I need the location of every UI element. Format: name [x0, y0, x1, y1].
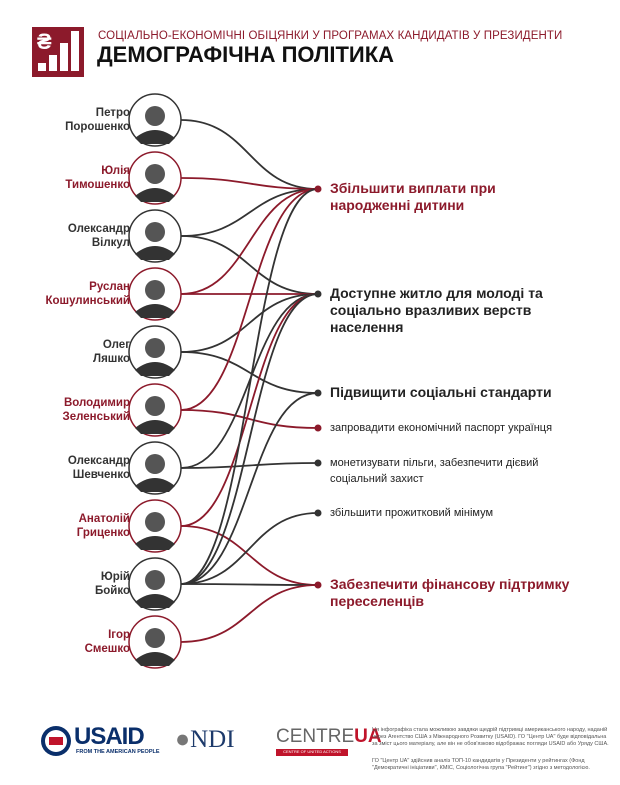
connection-line — [180, 188, 319, 237]
promise-label: збільшити прожитковий мінімум — [330, 507, 494, 519]
hryvnia-icon: ₴ — [37, 29, 52, 54]
promise-node — [314, 509, 322, 517]
candidate-portrait — [128, 383, 182, 437]
centre-ua-logo: ₴ — [32, 27, 84, 77]
candidate-portrait — [128, 151, 182, 205]
candidate-portrait — [128, 499, 182, 553]
connection-line — [180, 293, 319, 527]
page-title: ДЕМОГРАФІЧНА ПОЛІТИКА — [97, 42, 395, 67]
methodology-note: ГО "Центр UA" здійснив аналіз ТОП-10 кан… — [372, 758, 590, 771]
connection-line — [180, 188, 319, 295]
usaid-wordmark: USAID — [74, 723, 145, 750]
connection-line — [180, 525, 319, 586]
connection-line — [180, 177, 319, 190]
promise-label: Підвищити соціальні стандарти — [330, 384, 552, 400]
connection-line — [180, 293, 319, 353]
ndi-logo: ●NDI — [175, 726, 235, 753]
centre-ua-footer-logo: CENTREUA CENTRE OF UNITED ACTIONS — [276, 726, 382, 756]
connection-line — [180, 462, 319, 469]
promise-node — [314, 389, 322, 397]
connection-line — [180, 293, 319, 585]
connection-line — [180, 188, 319, 411]
connection-line — [180, 119, 319, 190]
connection-line — [180, 392, 319, 585]
candidate-portrait — [128, 441, 182, 495]
connection-line — [180, 583, 319, 586]
page-subtitle: СОЦІАЛЬНО-ЕКОНОМІЧНІ ОБІЦЯНКИ У ПРОГРАМА… — [98, 30, 563, 42]
candidate-portrait — [128, 267, 182, 321]
promise-label: Збільшити виплати при народженні дитини — [330, 180, 496, 213]
connection-line — [180, 351, 319, 394]
candidate-portrait — [128, 557, 182, 611]
candidate-portrait — [128, 93, 182, 147]
connection-line — [180, 293, 319, 469]
candidate-portrait — [128, 325, 182, 379]
promise-node — [314, 459, 322, 467]
usaid-disclaimer: Ця інфографіка стала можливою завдяки ще… — [372, 727, 609, 747]
candidate-portrait — [128, 615, 182, 669]
promise-label: запровадити економічний паспорт українця — [330, 422, 553, 434]
candidate-portrait — [128, 209, 182, 263]
connection-line — [180, 235, 319, 295]
usaid-tagline: FROM THE AMERICAN PEOPLE — [76, 749, 160, 755]
connection-line — [180, 409, 319, 429]
connection-diagram — [128, 93, 322, 669]
promise-label: Забезпечити фінансову підтримку переселе… — [330, 576, 570, 609]
promise-label: монетизувати пільги, забезпечити дієвий … — [330, 457, 539, 485]
promise-node — [314, 185, 322, 193]
promise-node — [314, 290, 322, 298]
promise-label: Доступне житло для молоді та соціально в… — [330, 285, 543, 335]
connection-line — [180, 584, 319, 643]
connection-line — [180, 512, 319, 585]
promise-node — [314, 581, 322, 589]
usaid-seal-icon — [41, 726, 71, 756]
promise-node — [314, 424, 322, 432]
connection-line — [180, 188, 319, 585]
